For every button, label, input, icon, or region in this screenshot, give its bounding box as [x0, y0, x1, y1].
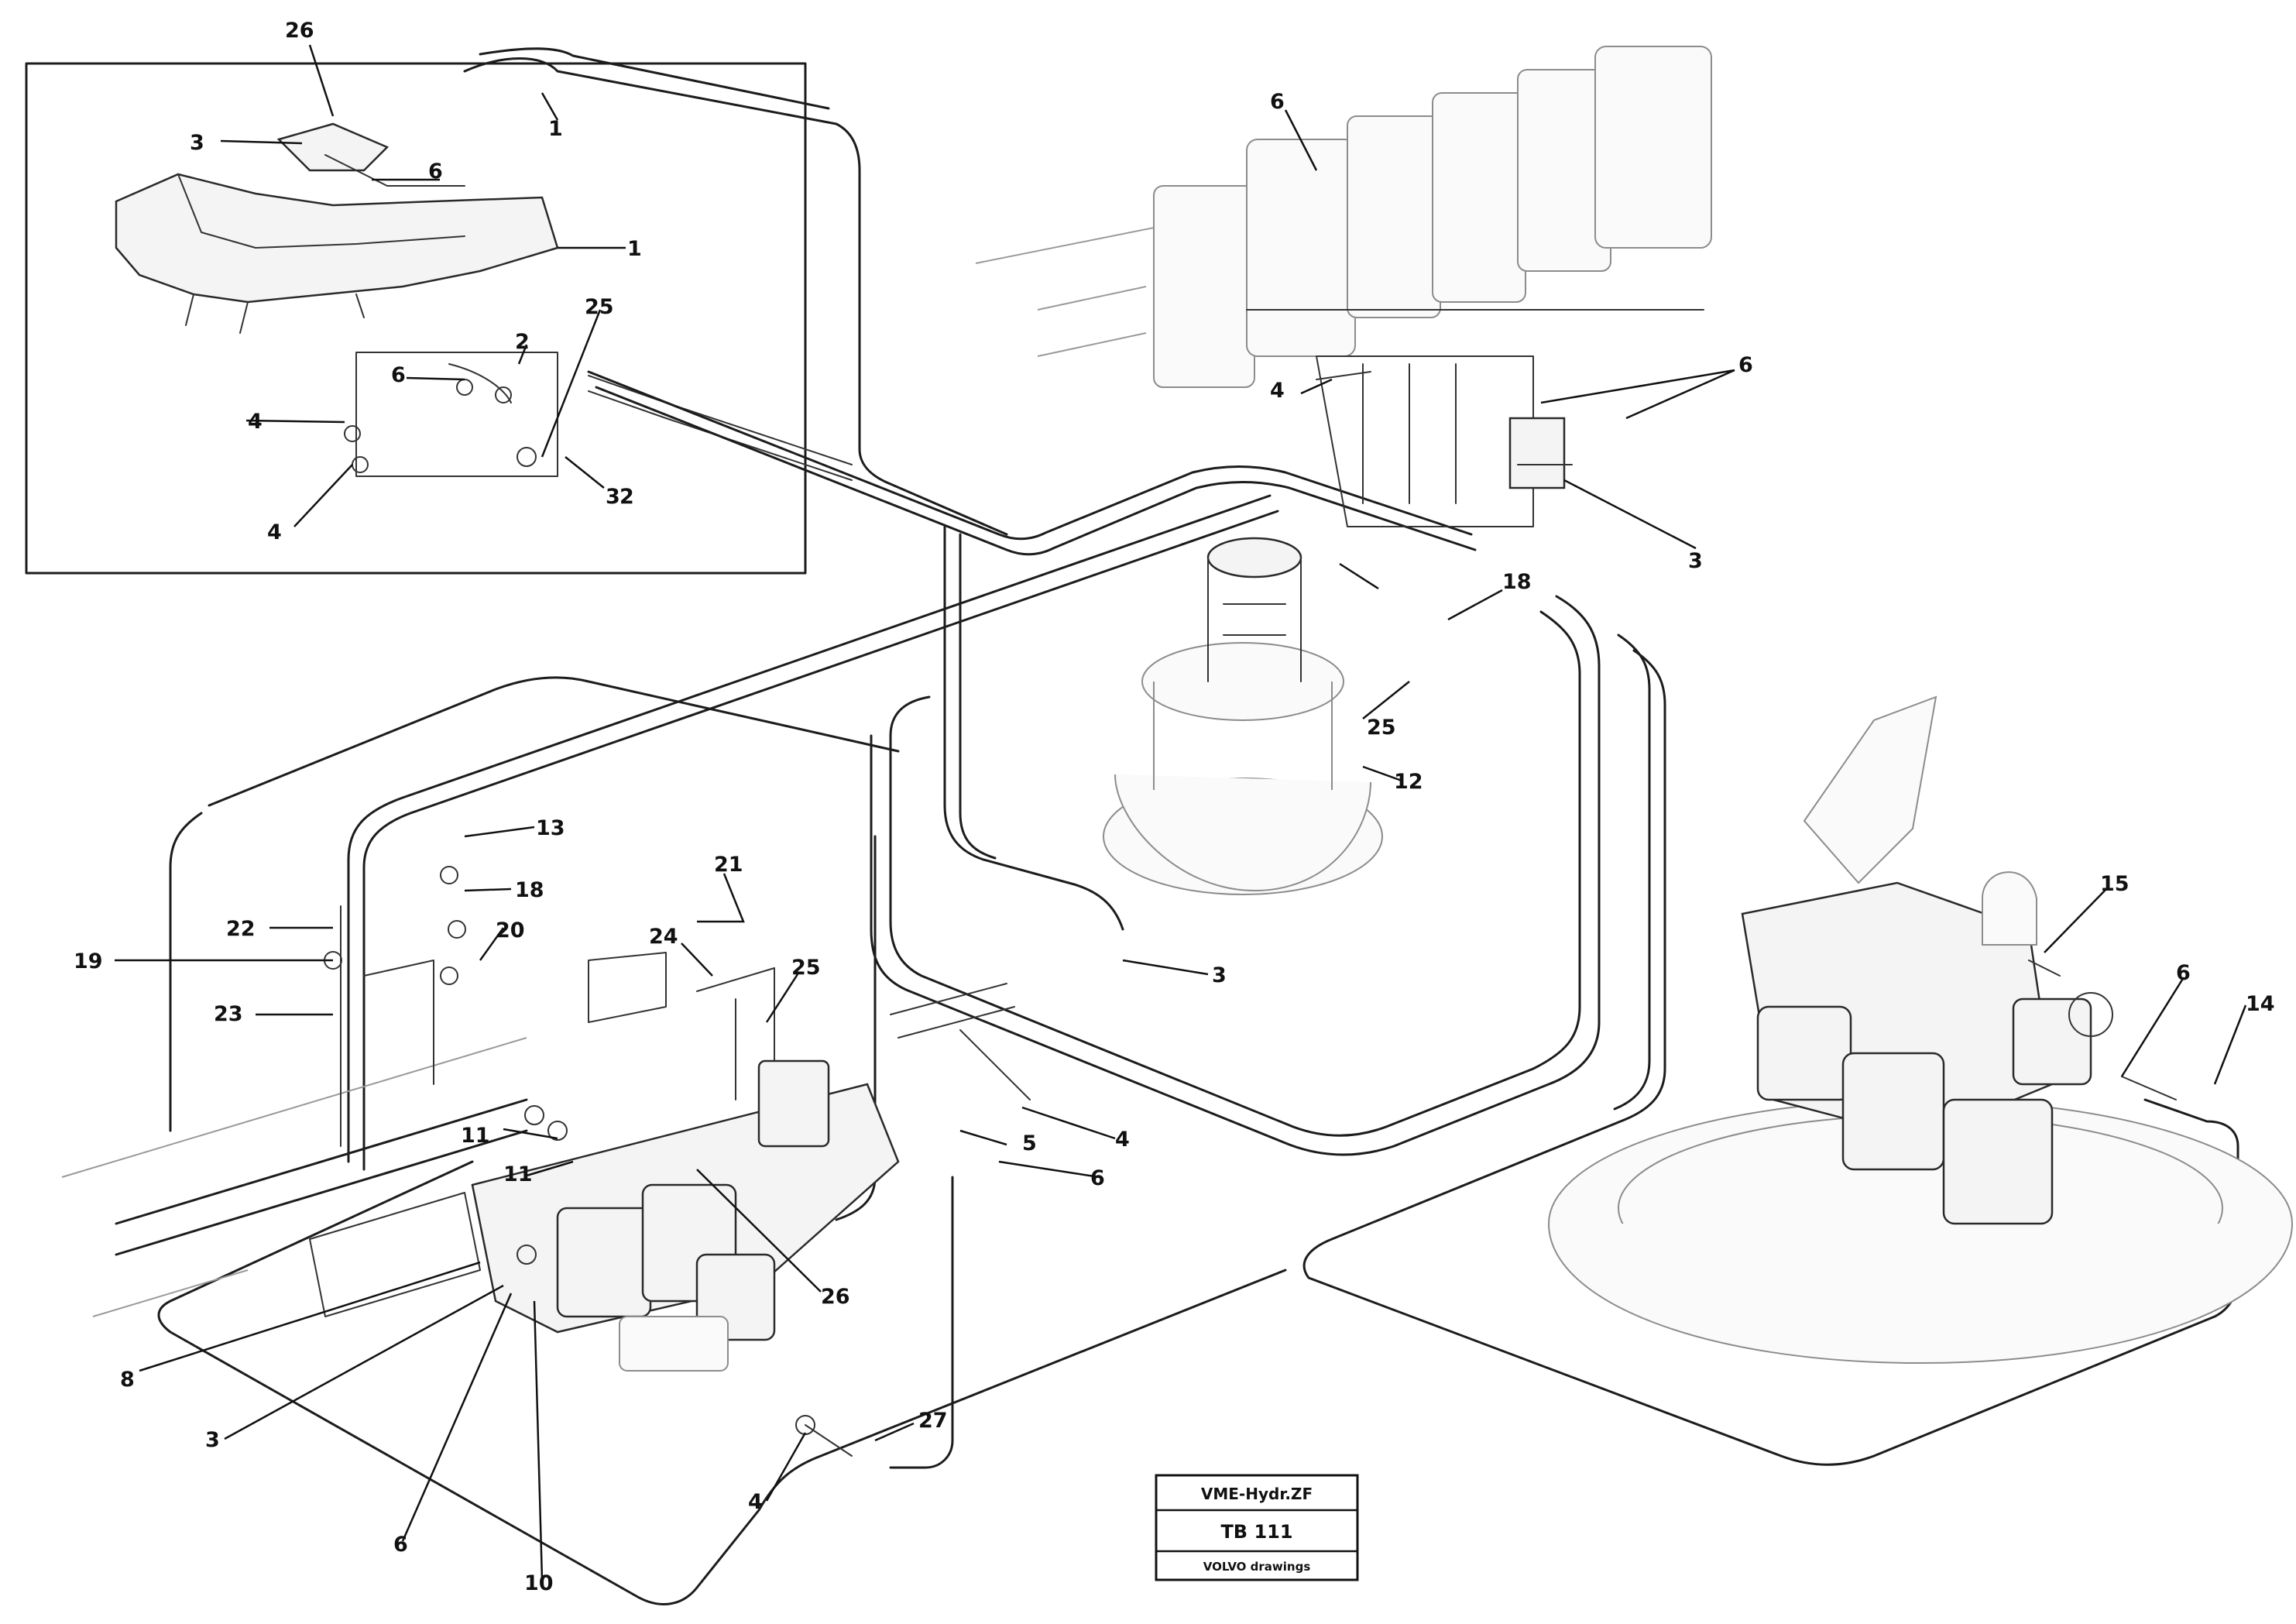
callout-label: 3 [205, 1428, 220, 1452]
callout-label: 11 [461, 1124, 490, 1148]
callout-label: 10 [524, 1571, 554, 1595]
callout-label: 4 [1115, 1128, 1130, 1152]
callout-label: 23 [214, 1002, 243, 1026]
callout-label: 25 [1367, 716, 1396, 740]
callout-label: 3 [1212, 963, 1227, 987]
callout-label: 4 [1270, 379, 1285, 403]
callout-label: 11 [503, 1162, 533, 1186]
detail-inset [25, 47, 1008, 575]
callout-label: 6 [1270, 90, 1285, 114]
callout-label: 21 [714, 853, 743, 877]
callout-label: 26 [821, 1285, 850, 1309]
leader-lines [115, 44, 2247, 1581]
callout-label: 26 [285, 19, 314, 43]
callout-label: 8 [120, 1368, 135, 1392]
callout-label: 25 [791, 956, 821, 980]
swivel-joint [1103, 537, 1383, 895]
valve-stack-top [975, 46, 1712, 527]
callout-label: 5 [1022, 1131, 1037, 1155]
title-stamp: VME-Hydr.ZF TB 111 VOLVO drawings [1155, 1474, 1359, 1581]
callout-label: 19 [74, 949, 103, 973]
callout-label: 24 [649, 925, 678, 949]
callout-label: 13 [536, 816, 565, 840]
callout-label: 6 [428, 160, 443, 184]
callout-label: 2 [515, 330, 530, 354]
callout-label: 27 [918, 1409, 948, 1433]
stamp-line-1: VME-Hydr.ZF [1201, 1485, 1313, 1503]
callout-label: 4 [248, 410, 263, 434]
callout-label: 15 [2100, 872, 2130, 896]
stamp-line-3: VOLVO drawings [1203, 1560, 1311, 1574]
control-valve-block [309, 866, 1031, 1457]
callout-label: 4 [748, 1490, 763, 1514]
callout-label: 3 [190, 131, 204, 155]
callout-label: 12 [1394, 770, 1423, 794]
stamp-line-2: TB 111 [1220, 1521, 1292, 1543]
callout-label: 4 [267, 520, 282, 544]
callout-label: 25 [585, 295, 614, 319]
callout-label: 22 [226, 917, 256, 941]
callout-label: 6 [1738, 353, 1753, 377]
callout-label: 3 [1688, 549, 1703, 573]
callout-label: 6 [391, 363, 406, 387]
callout-label: 3 [606, 485, 620, 509]
callout-label: 6 [1090, 1166, 1105, 1190]
callout-label: 18 [1502, 570, 1532, 594]
callout-label: 2 [619, 485, 634, 509]
callout-labels: 26 3 6 1 1 4 6 2 25 4 3 2 6 4 6 3 18 25 … [74, 19, 2275, 1595]
callout-label: 6 [393, 1533, 408, 1557]
callout-label: 6 [2176, 961, 2191, 985]
callout-label: 18 [515, 878, 544, 902]
pump-turntable [1548, 695, 2293, 1365]
callout-label: 1 [548, 117, 563, 141]
callout-label: 14 [2246, 992, 2275, 1016]
callout-label: 20 [496, 918, 525, 942]
callout-label: 1 [627, 237, 642, 261]
